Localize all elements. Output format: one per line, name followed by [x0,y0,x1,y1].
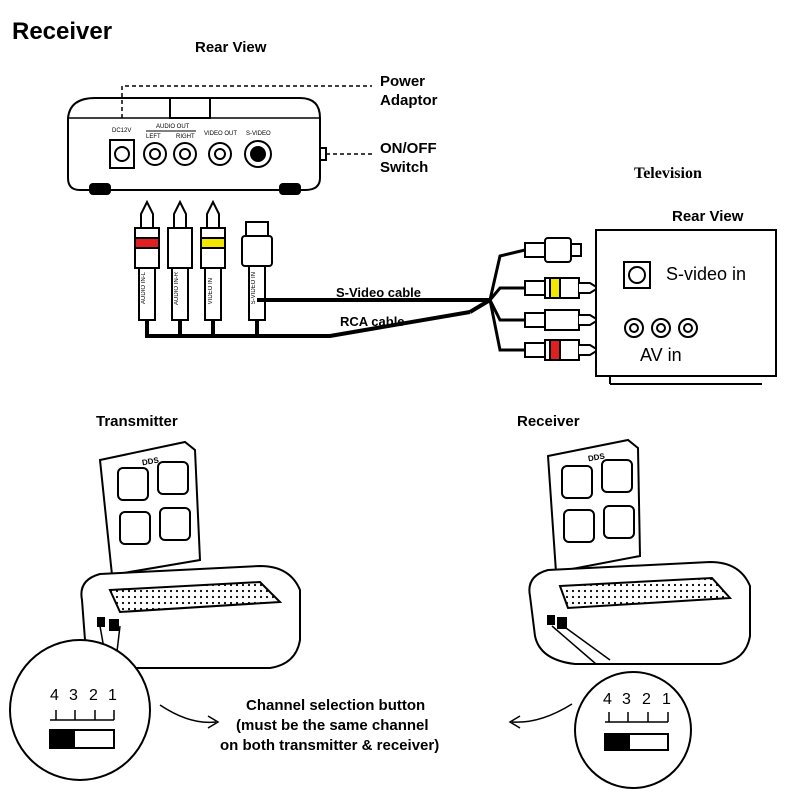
transmitter-channel-detail [9,625,151,781]
plug-video-in-label: VIDEO IN [208,278,214,305]
transmitter-unit [80,440,301,669]
receiver-rear-view-title: Rear View [195,39,267,56]
tv-plug-svideo [524,237,582,263]
channel-note-line-2: (must be the same channel [236,717,429,734]
rx-channel-1: 1 [662,691,671,708]
plug-audio-l-label: AUDIO IN-L [141,272,147,305]
onoff-label-1: ON/OFF [380,140,437,157]
port-svideo-label: S-VIDEO [246,131,271,137]
tv-plug-white [524,309,600,331]
rx-channel-3: 3 [622,691,631,708]
port-video-out-label: VIDEO OUT [204,131,238,137]
plug-audio-r [167,199,193,321]
port-audio-out-label: AUDIO OUT [156,124,190,130]
channel-note-line-3: on both transmitter & receiver) [220,737,440,754]
tv-rear-view-title: Rear View [672,208,744,225]
receiver-channel-detail [551,625,692,789]
rca-cable-label: RCA cable [340,314,405,329]
power-adaptor-label-1: Power [380,73,426,90]
port-left-label: LEFT [146,134,161,140]
rx-channel-4: 4 [603,691,612,708]
plug-svideo-in-label: S-VIDEO IN [251,272,257,305]
transmitter-title: Transmitter [96,413,178,430]
onoff-label-2: Switch [380,159,429,176]
tv-plug-yellow [524,277,600,299]
power-adaptor-label-2: Adaptor [380,92,438,109]
tv-plug-red [524,339,600,361]
tx-channel-3: 3 [69,687,78,704]
plug-audio-r-label: AUDIO IN-R [174,272,180,305]
page-heading: Receiver [12,18,113,45]
rca-jacks [143,140,272,168]
plug-video [200,199,226,321]
tv-rear-panel [595,229,777,385]
tv-av-in-label: AV in [640,345,682,365]
tx-channel-4: 4 [50,687,59,704]
port-dc-label: DC12V [112,128,132,134]
tx-channel-2: 2 [89,687,98,704]
tx-channel-1: 1 [108,687,117,704]
receiver-unit-title: Receiver [517,413,580,430]
receiver-rear-panel [67,97,327,195]
receiver-unit [528,438,751,665]
channel-note-line-1: Channel selection button [246,697,426,714]
dc-jack [109,139,135,169]
rx-channel-2: 2 [642,691,651,708]
tv-svideo-in-label: S-video in [666,264,747,284]
svideo-cable-label: S-Video cable [336,285,422,300]
television-title: Television [634,165,702,182]
port-right-label: RIGHT [176,134,195,140]
plug-svideo [241,221,273,321]
plug-audio-l [134,199,160,321]
